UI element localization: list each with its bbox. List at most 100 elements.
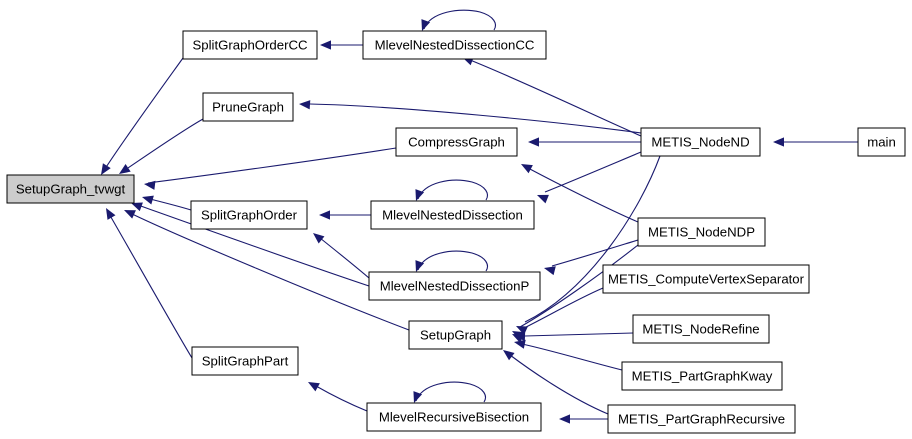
node-mlevelnesteddissectioncc[interactable]: MlevelNestedDissectionCC	[362, 30, 547, 60]
node-setupgraph[interactable]: SetupGraph	[408, 320, 503, 350]
edge-line	[527, 167, 639, 223]
node-box[interactable]	[395, 127, 518, 157]
node-compressgraph[interactable]: CompressGraph	[395, 127, 518, 157]
node-main[interactable]: main	[857, 127, 906, 157]
edge-splitgraphordercc-to-setupgraph_tvwgt	[101, 57, 184, 175]
arrowhead-icon	[544, 266, 556, 276]
node-label: METIS_NodeND	[651, 134, 749, 149]
edge-main-to-metis_nodend	[773, 137, 858, 147]
edge-line	[319, 237, 370, 279]
nodes-layer: SetupGraph_tvwgt SplitGraphOrderCC MlevelN…	[6, 30, 906, 434]
node-box[interactable]	[191, 346, 299, 376]
edge-line	[145, 197, 192, 211]
node-setupgraph_tvwgt[interactable]: SetupGraph_tvwgt	[6, 174, 135, 204]
node-box[interactable]	[640, 127, 761, 157]
node-metis_partgraphkway[interactable]: METIS_PartGraphKway	[621, 361, 783, 391]
arrowhead-icon	[514, 331, 526, 341]
node-box[interactable]	[202, 92, 294, 122]
node-box[interactable]	[368, 271, 541, 301]
node-box[interactable]	[370, 200, 535, 230]
edge-line	[469, 59, 642, 137]
edge-setupgraph-to-setupgraph_tvwgt	[124, 210, 410, 331]
edge-metis_nodendp-to-mlevelnesteddissectionp	[544, 239, 639, 276]
node-label: METIS_ComputeVertexSeparator	[608, 271, 805, 286]
node-label: PruneGraph	[212, 99, 284, 114]
node-box[interactable]	[182, 30, 318, 60]
arrowhead-icon	[144, 180, 156, 190]
edge-metis_nodend-to-prunegraph	[299, 100, 642, 134]
arrowhead-icon	[415, 260, 425, 272]
edge-line	[134, 203, 370, 287]
arrowhead-icon	[537, 194, 549, 204]
node-mlevelnesteddissectionp[interactable]: MlevelNestedDissectionP	[368, 271, 541, 301]
edge-prunegraph-to-setupgraph_tvwgt	[119, 118, 204, 174]
node-metis_nodend[interactable]: METIS_NodeND	[640, 127, 761, 157]
edge-line	[519, 287, 604, 331]
edge-metis_nodend-to-mlevelnesteddissection	[537, 151, 642, 204]
arrowhead-icon	[106, 208, 116, 220]
edge-metis_partgraphrecursive-to-setupgraph	[503, 350, 609, 415]
arrowhead-icon	[299, 100, 311, 110]
edge-mlevelnesteddissectioncc-to-mlevelnesteddissectioncc	[421, 9, 497, 31]
node-label: SetupGraph	[420, 327, 491, 342]
node-label: SplitGraphOrderCC	[192, 37, 308, 52]
arrowhead-icon	[514, 339, 526, 349]
arrowhead-icon	[559, 414, 570, 424]
edge-metis_nodend-to-mlevelnesteddissectioncc	[462, 56, 642, 137]
node-label: MlevelNestedDissection	[382, 207, 523, 222]
node-box[interactable]	[632, 314, 770, 344]
edge-line	[524, 155, 661, 323]
edge-line	[309, 103, 642, 134]
node-mlevelnesteddissection[interactable]: MlevelNestedDissection	[370, 200, 535, 230]
node-box[interactable]	[362, 30, 547, 60]
node-box[interactable]	[408, 320, 503, 350]
node-box[interactable]	[607, 404, 796, 434]
node-metis_partgraphrecursive[interactable]: METIS_PartGraphRecursive	[607, 404, 796, 434]
arrowhead-icon	[124, 210, 136, 219]
edge-line	[417, 179, 489, 201]
arrowhead-icon	[421, 19, 431, 31]
edge-line	[417, 250, 489, 272]
edges-layer	[101, 9, 858, 424]
node-prunegraph[interactable]: PruneGraph	[202, 92, 294, 122]
arrowhead-icon	[119, 164, 131, 174]
node-box[interactable]	[366, 402, 542, 432]
edge-splitgraphpart-to-setupgraph_tvwgt	[106, 208, 193, 359]
arrowhead-icon	[313, 233, 325, 244]
node-metis_computevertexseparator[interactable]: METIS_ComputeVertexSeparator	[602, 264, 810, 294]
node-metis_nodendp[interactable]: METIS_NodeNDP	[637, 217, 766, 247]
edge-line	[509, 354, 609, 415]
edge-metis_nodend-to-compressgraph	[528, 137, 641, 147]
edge-mlevelnesteddissection-to-mlevelnesteddissection	[415, 179, 489, 201]
node-box[interactable]	[621, 361, 783, 391]
node-label: MlevelRecursiveBisection	[379, 409, 529, 424]
node-box[interactable]	[190, 200, 308, 230]
edge-mlevelnesteddissectioncc-to-splitgraphordercc	[320, 40, 363, 50]
node-splitgraphorder[interactable]: SplitGraphOrder	[190, 200, 308, 230]
node-splitgraphpart[interactable]: SplitGraphPart	[191, 346, 299, 376]
node-splitgraphordercc[interactable]: SplitGraphOrderCC	[182, 30, 318, 60]
arrowhead-icon	[320, 40, 331, 50]
arrowhead-icon	[413, 391, 423, 403]
node-label: main	[867, 134, 896, 149]
node-label: SplitGraphOrder	[201, 207, 298, 222]
edge-mlevelrecursivebisection-to-splitgraphpart	[308, 382, 368, 412]
node-label: METIS_NodeRefine	[642, 321, 759, 336]
arrowhead-icon	[503, 350, 515, 361]
arrowhead-icon	[131, 202, 143, 212]
node-mlevelrecursivebisection[interactable]: MlevelRecursiveBisection	[366, 402, 542, 432]
arrowhead-icon	[308, 382, 320, 392]
node-box[interactable]	[857, 127, 906, 157]
edge-compressgraph-to-setupgraph_tvwgt	[144, 147, 397, 190]
node-label: MlevelNestedDissectionCC	[375, 37, 535, 52]
edge-line	[524, 332, 634, 337]
node-metis_noderefine[interactable]: METIS_NodeRefine	[632, 314, 770, 344]
edge-metis_nodendp-to-compressgraph	[521, 164, 639, 223]
arrowhead-icon	[142, 195, 154, 205]
node-box[interactable]	[602, 264, 810, 294]
edge-line	[127, 211, 410, 331]
node-box[interactable]	[637, 217, 766, 247]
edge-mlevelnesteddissectionp-to-setupgraph_tvwgt	[131, 202, 370, 287]
node-box[interactable]	[6, 174, 135, 204]
